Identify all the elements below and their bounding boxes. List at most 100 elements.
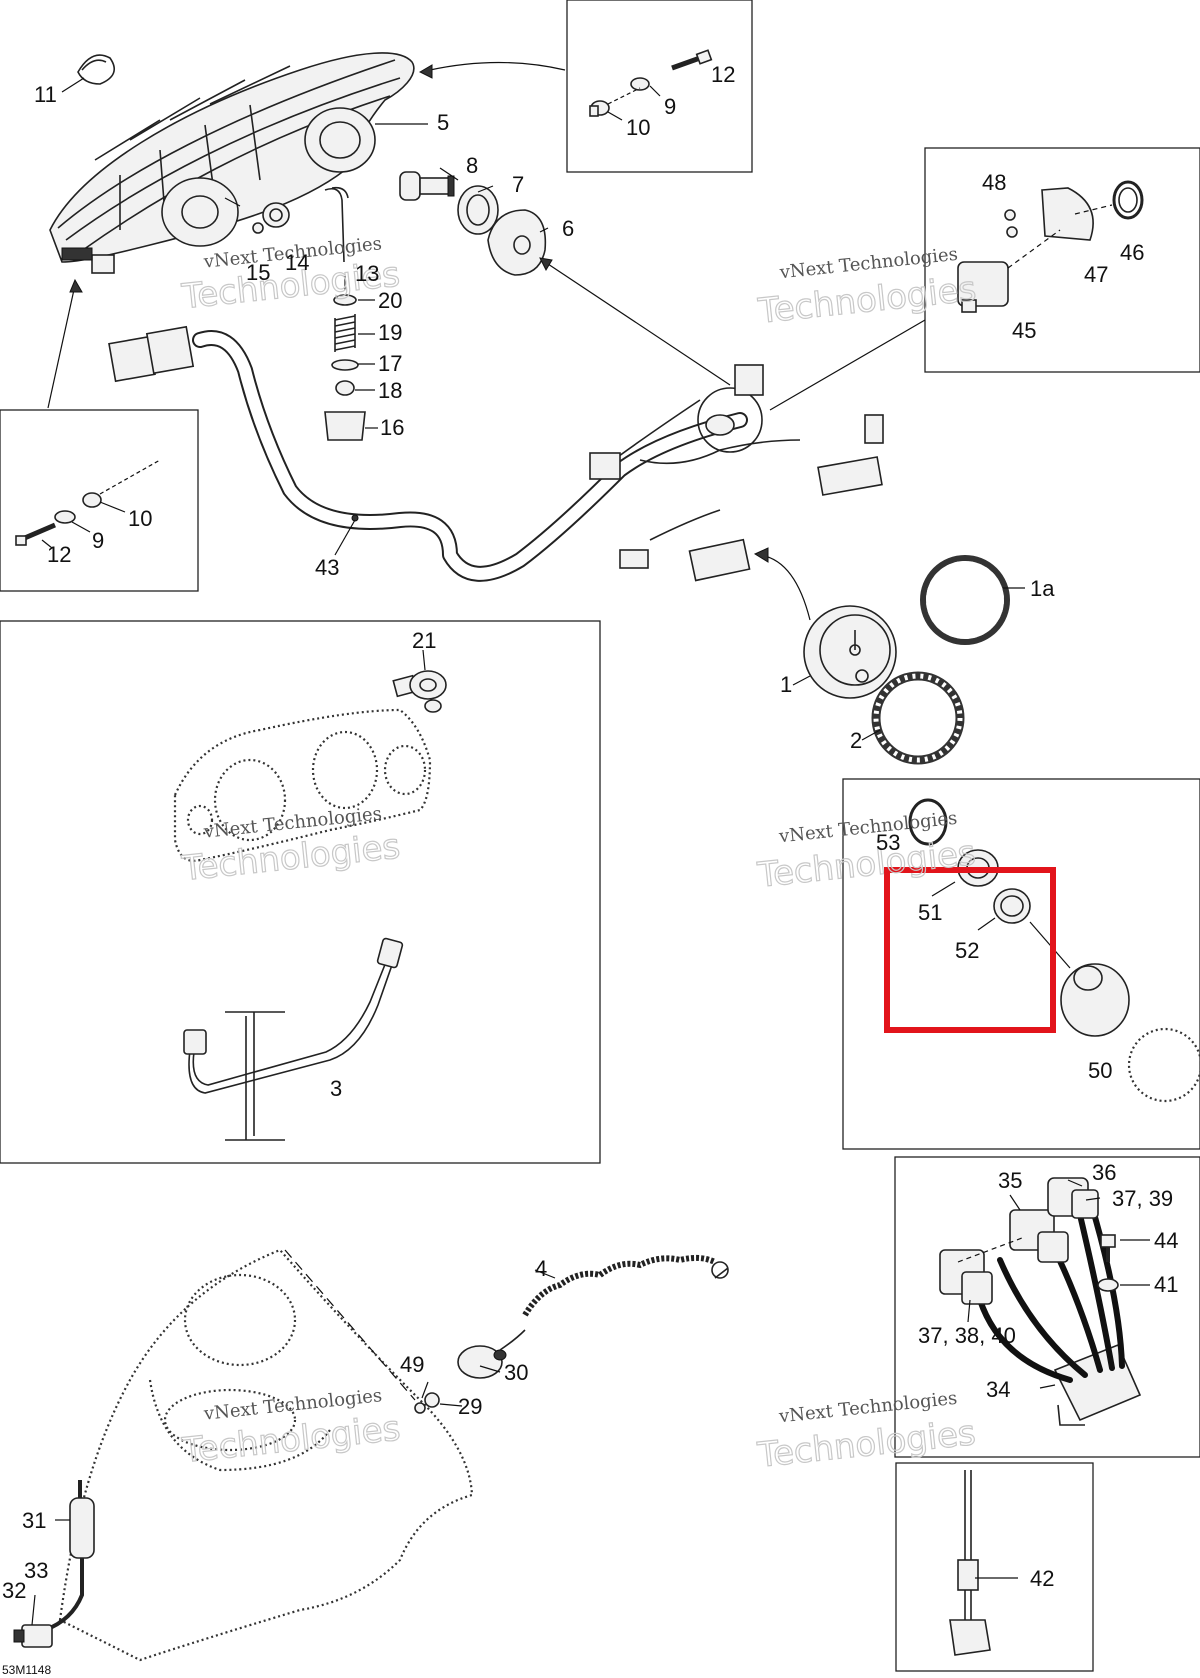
callout-48: 48 xyxy=(982,170,1006,195)
callout-10-top: 10 xyxy=(626,115,650,140)
callout-31: 31 xyxy=(22,1508,46,1533)
seal-52 xyxy=(993,888,1031,924)
callout-30: 30 xyxy=(504,1360,528,1385)
washer-20 xyxy=(333,294,357,306)
cap-30 xyxy=(457,1329,526,1379)
ring-1a xyxy=(920,555,1010,645)
bracket-47 xyxy=(1041,187,1094,241)
grommet-14 xyxy=(262,202,290,228)
callout-49: 49 xyxy=(400,1352,424,1377)
reference-code: 53M1148 xyxy=(2,1663,51,1677)
callout-8: 8 xyxy=(466,153,478,178)
clamp-53 xyxy=(908,798,948,846)
harness-3 xyxy=(183,937,404,1141)
washer-9-top xyxy=(630,77,650,91)
connector-36 xyxy=(1047,1177,1099,1219)
tether-cord-4 xyxy=(522,1254,729,1317)
bolt-44 xyxy=(1100,1234,1116,1262)
callout-29: 29 xyxy=(458,1394,482,1419)
callout-labels: 11 5 8 7 6 14 15 13 20 19 17 18 16 12 9 … xyxy=(2,62,1178,1677)
callout-13: 13 xyxy=(355,261,379,286)
callout-18: 18 xyxy=(378,378,402,403)
grommet-46 xyxy=(1112,180,1144,220)
instrument-panel-dotted xyxy=(173,708,432,862)
callout-1: 1 xyxy=(780,672,792,697)
regulator-wires xyxy=(977,1197,1125,1383)
gauge-1 xyxy=(803,605,897,699)
bulb-8 xyxy=(399,171,455,201)
bezel-2 xyxy=(871,671,965,765)
ignition-switch-21 xyxy=(392,670,447,713)
callout-42: 42 xyxy=(1030,1566,1054,1591)
washer-41 xyxy=(1097,1278,1119,1292)
callout-12-top: 12 xyxy=(711,62,735,87)
watermark-mid-right: vNext Technologies Technologies xyxy=(755,808,979,897)
gauge-50 xyxy=(1060,963,1200,1103)
wiring-harness-43 xyxy=(108,325,884,582)
callout-37-39: 37, 39 xyxy=(1112,1186,1173,1211)
leader-lines xyxy=(31,77,1150,1626)
screw-49-29 xyxy=(414,1392,440,1414)
callout-43: 43 xyxy=(315,555,339,580)
callout-37-38-40: 37, 38, 40 xyxy=(918,1323,1016,1348)
callout-9-left: 9 xyxy=(92,528,104,553)
callout-51: 51 xyxy=(918,900,942,925)
callout-33: 33 xyxy=(24,1558,48,1583)
callout-46: 46 xyxy=(1120,240,1144,265)
adjuster-screw-13 xyxy=(324,186,349,263)
callout-45: 45 xyxy=(1012,318,1036,343)
callout-35: 35 xyxy=(998,1168,1022,1193)
sensor-31 xyxy=(44,1480,95,1632)
callout-1a: 1a xyxy=(1030,576,1055,601)
highlight-box xyxy=(884,867,1056,1033)
retaining-ring-7 xyxy=(457,185,499,235)
callout-14: 14 xyxy=(285,250,309,275)
inset-box-gauge xyxy=(842,778,1200,1150)
inset-box-bolt-top xyxy=(566,0,753,173)
callout-10-left: 10 xyxy=(128,506,152,531)
callout-15: 15 xyxy=(246,260,270,285)
callout-47: 47 xyxy=(1084,262,1108,287)
nut-48 xyxy=(1004,209,1018,238)
clip-11 xyxy=(77,54,116,85)
inset-box-relay xyxy=(924,147,1200,373)
inset-box-bolt-left xyxy=(0,409,199,592)
nut-15 xyxy=(252,222,264,234)
inset-box-cluster xyxy=(0,620,601,1164)
callout-52: 52 xyxy=(955,938,979,963)
callout-20: 20 xyxy=(378,288,402,313)
dust-cover-6 xyxy=(487,209,547,276)
callout-11: 11 xyxy=(34,82,57,107)
callout-34: 34 xyxy=(986,1377,1010,1402)
callout-16: 16 xyxy=(380,415,404,440)
callout-21: 21 xyxy=(412,628,436,653)
washer-17 xyxy=(331,359,359,371)
callout-7: 7 xyxy=(512,172,524,197)
callout-9-top: 9 xyxy=(664,94,676,119)
nut-18 xyxy=(335,380,355,396)
nut-10-left xyxy=(82,492,102,508)
spring-19 xyxy=(334,314,356,352)
callout-6: 6 xyxy=(562,216,574,241)
callout-50: 50 xyxy=(1088,1058,1112,1083)
bolt-12-left xyxy=(15,522,56,546)
callout-4: 4 xyxy=(535,1256,547,1281)
callout-44: 44 xyxy=(1154,1228,1178,1253)
inset-box-sensor xyxy=(895,1462,1094,1672)
callout-12-left: 12 xyxy=(47,542,71,567)
watermark-top-right: vNext Technologies Technologies xyxy=(755,244,979,333)
callout-5: 5 xyxy=(437,110,449,135)
callout-36: 36 xyxy=(1092,1160,1116,1185)
callout-53: 53 xyxy=(876,830,900,855)
callout-3: 3 xyxy=(330,1076,342,1101)
headlight-assembly xyxy=(49,52,415,274)
bolt-12-top xyxy=(671,49,713,71)
watermark-bottom-left: vNext Technologies Technologies xyxy=(179,1385,403,1472)
callout-2: 2 xyxy=(850,728,862,753)
callout-41: 41 xyxy=(1154,1272,1178,1297)
inset-box-regulator xyxy=(894,1156,1200,1458)
connector-37-38-40 xyxy=(939,1249,993,1305)
callout-19: 19 xyxy=(378,320,402,345)
callout-32: 32 xyxy=(2,1578,26,1603)
relay-45 xyxy=(957,261,1009,313)
